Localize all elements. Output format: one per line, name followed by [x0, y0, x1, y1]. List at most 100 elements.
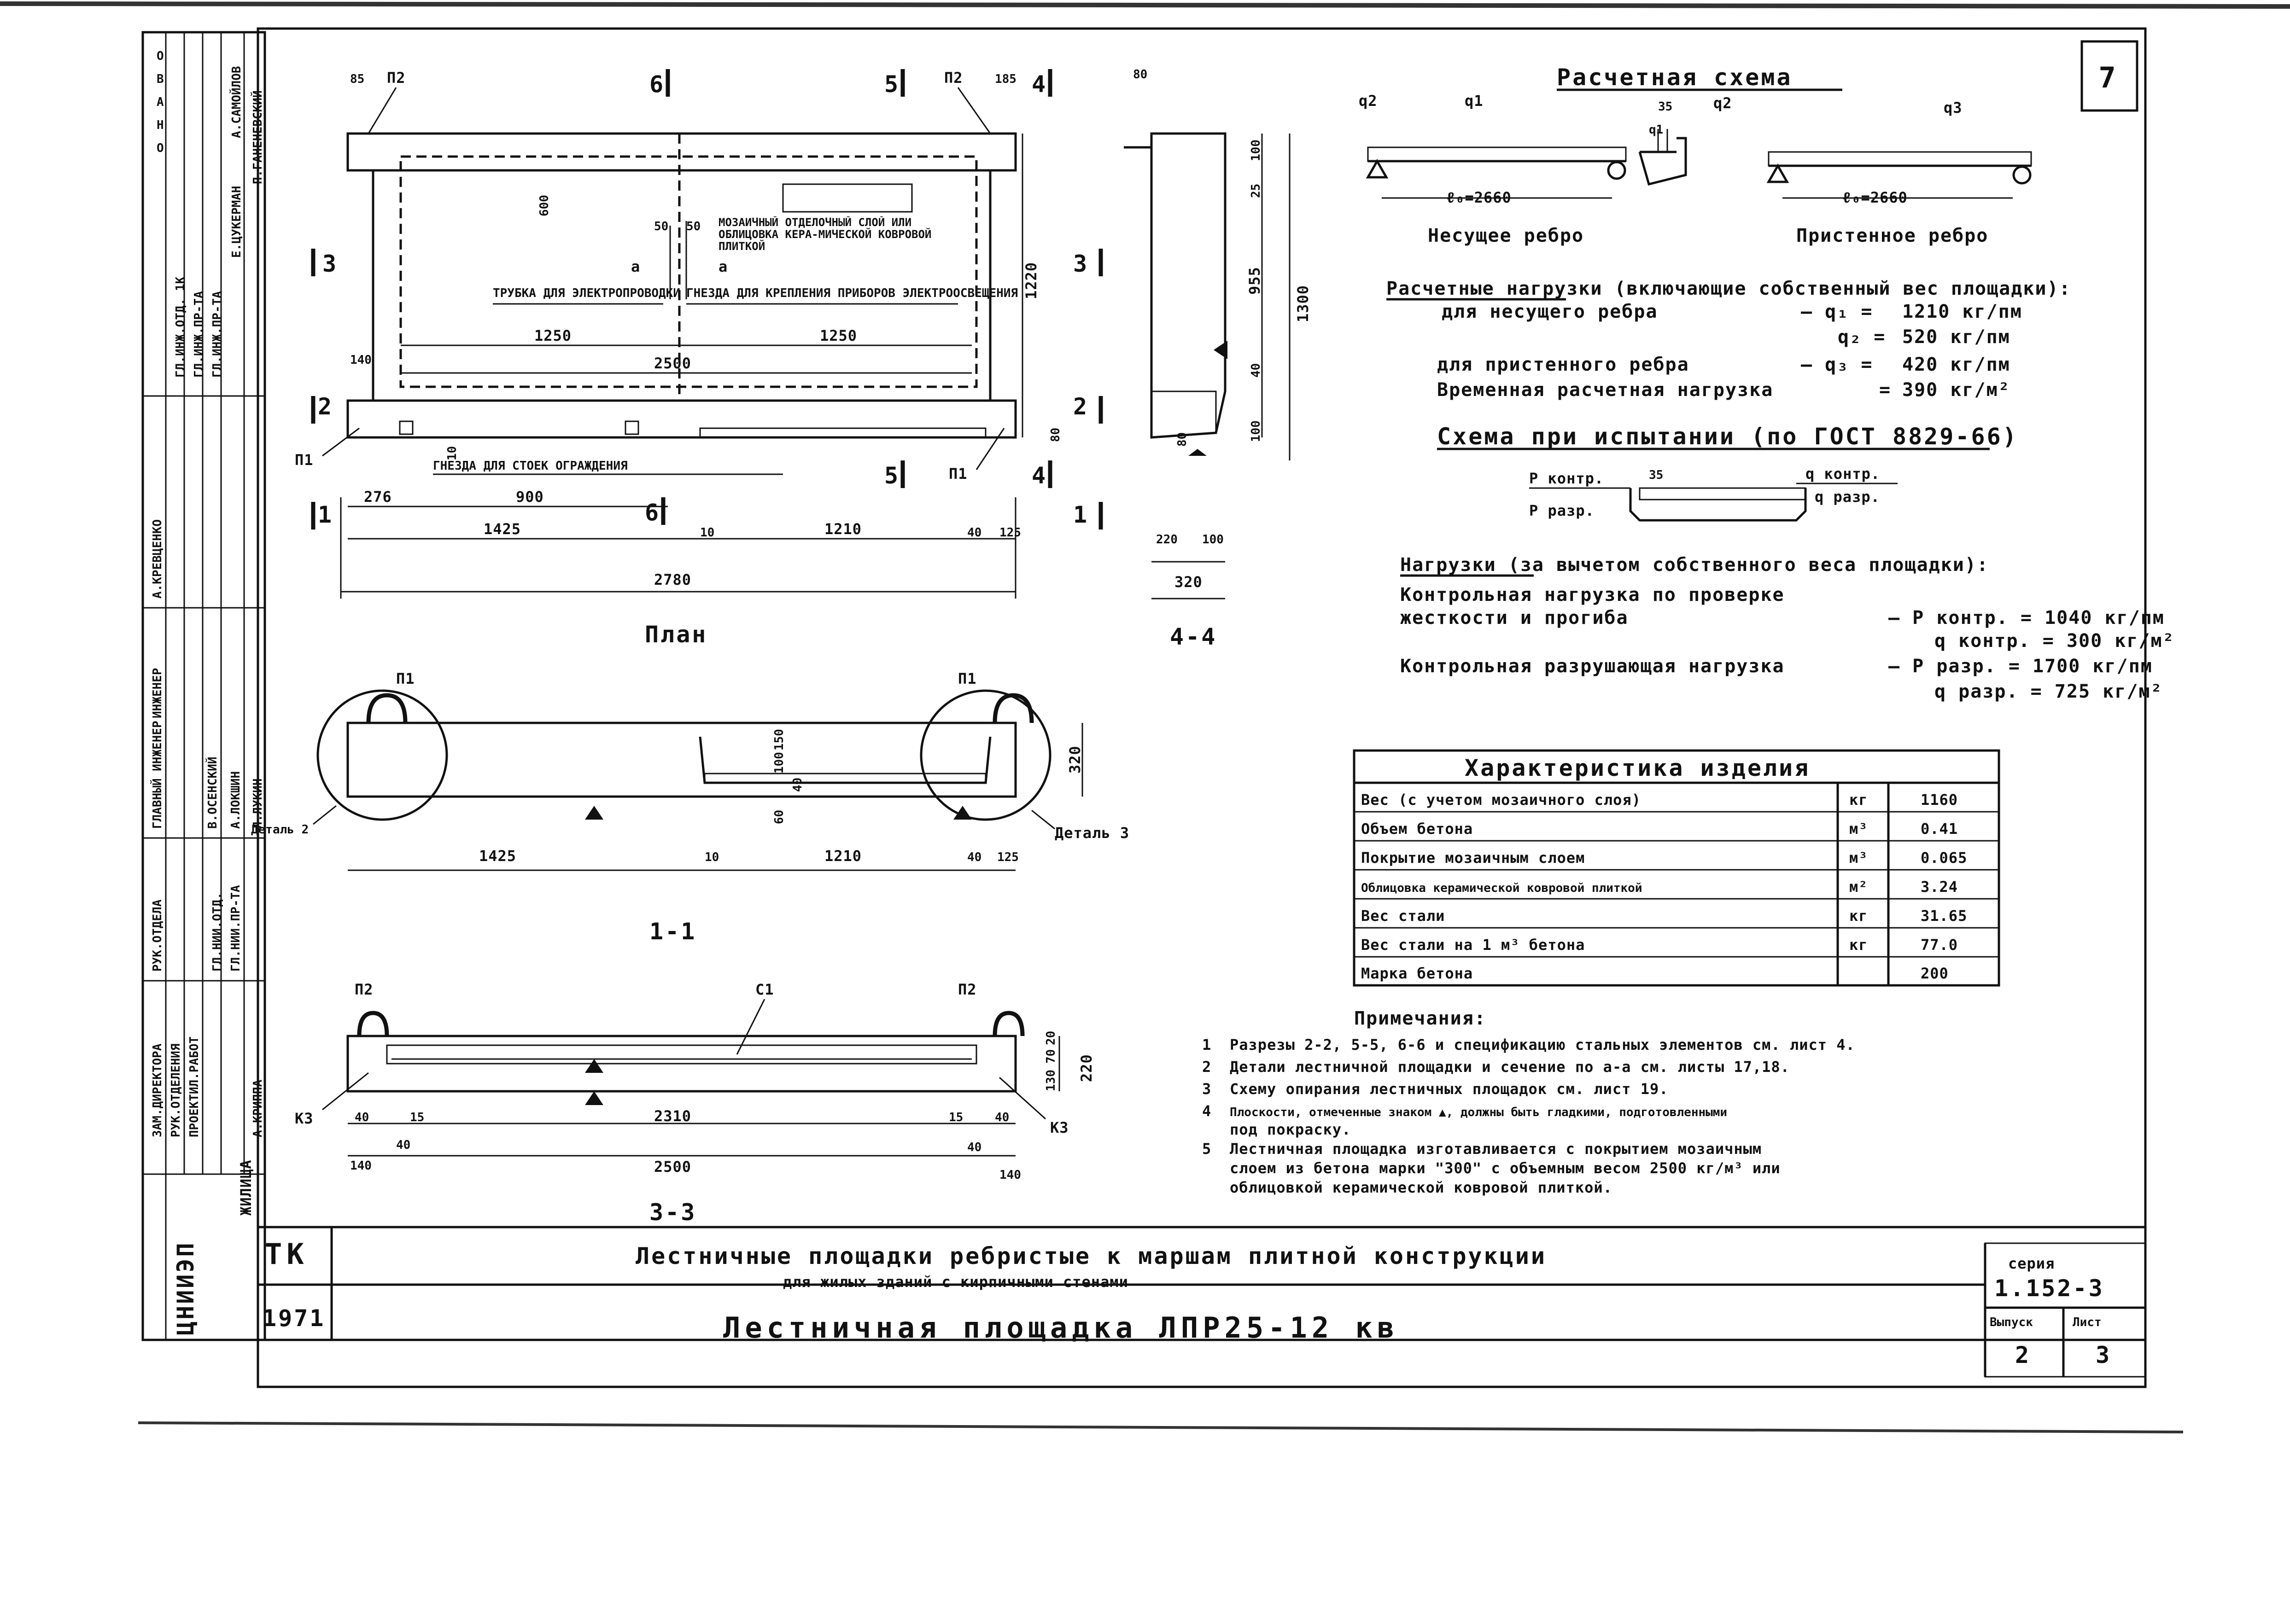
s11-dim-150: 150	[772, 729, 786, 751]
char-row4-value: 3.24	[1921, 878, 1958, 896]
cut-4-bottom: 4	[1032, 462, 1047, 489]
note-1-text: Разрезы 2-2, 5-5, 6-6 и спецификацию ста…	[1230, 1036, 1855, 1054]
plan-label-railing: ГНЕЗДА ДЛЯ СТОЕК ОГРАЖДЕНИЯ	[433, 459, 628, 473]
stamp-code-1: ГЛ.ИНЖ.ОТД. 1К	[174, 277, 187, 378]
s33-dim-140a: 140	[350, 1159, 372, 1173]
stamp-code-5: ГЛ.НИИ.ПР-ТА	[229, 885, 243, 972]
test-break-val-2: q разр. = 725 кг/м²	[1934, 681, 2163, 702]
char-row3-unit: м³	[1849, 849, 1868, 867]
test-label-pcontr: P контр.	[1529, 470, 1604, 487]
cut-2-left: 2	[318, 393, 333, 420]
tb-title-3: Лестничная площадка ЛПР25-12 кв	[723, 1311, 1399, 1345]
note-4-text: Плоскости, отмеченные знаком ▲, должны б…	[1230, 1106, 1727, 1119]
s33-dim-2500: 2500	[654, 1158, 691, 1176]
s44-dim-100: 100	[1249, 140, 1263, 161]
plan-top-rib	[346, 132, 1017, 172]
note-5-text: Лестничная площадка изготавливается с по…	[1230, 1140, 1762, 1158]
s11-dim-40b: 40	[791, 778, 805, 792]
notes-title: Примечания:	[1354, 1008, 1486, 1029]
plan-view: 6 5 4 3 3 2 2 1 1 5 6 4 П2 П2 П1 П1 ТРУБ…	[295, 69, 1103, 648]
tb-sheet-label: Лист	[2073, 1315, 2102, 1329]
stamp-org: ЦНИИЭП	[172, 1241, 199, 1335]
tb-series-label: серия	[2008, 1255, 2055, 1272]
note-4b-text: под покраску.	[1230, 1121, 1351, 1138]
cut-3-left: 3	[322, 250, 338, 277]
stamp-code-3: ГЛ.ИНЖ.ПР-ТА	[210, 291, 224, 378]
note-3-n: 3	[1202, 1080, 1211, 1098]
calc-title: Расчетная схема	[1557, 64, 1793, 91]
s44-dim-25: 25	[1249, 184, 1263, 198]
test-control-label-1: Контрольная нагрузка по проверке	[1400, 584, 1785, 605]
plan-dim-10b: 10	[700, 526, 714, 540]
loads-header: Расчетные нагрузки (включающие собственн…	[1386, 278, 2071, 299]
loads-row1-sym: — q₁ =	[1801, 301, 1873, 322]
char-row6-value: 77.0	[1921, 936, 1958, 954]
s11-caption: 1-1	[649, 918, 696, 945]
test-control-val-1: — P контр. = 1040 кг/пм	[1888, 607, 2165, 629]
note-2-n: 2	[1202, 1058, 1211, 1076]
plan-railing-strip	[699, 427, 987, 438]
s11-dim-10: 10	[705, 850, 719, 864]
tb-sheet-value: 3	[2096, 1342, 2111, 1368]
stamp-role-3: ПРОЕКТИЛ.РАБОТ	[187, 1036, 201, 1137]
svg-text:7: 7	[2098, 61, 2120, 94]
loads-row3-label: для пристенного ребра	[1437, 354, 1689, 375]
tb-issue-value: 2	[2015, 1342, 2031, 1368]
plan-item-P1-right: П1	[949, 465, 968, 483]
cut-1-right: 1	[1073, 501, 1089, 528]
s33-dim-70: 70	[1044, 1049, 1058, 1064]
plan-dim-40: 40	[967, 526, 981, 540]
plan-dim-1220: 1220	[1022, 262, 1040, 299]
test-control-label-2: жесткости и прогиба	[1400, 607, 1629, 629]
s11-detail-2: Деталь 2	[251, 823, 309, 837]
plan-dim-900: 900	[516, 488, 544, 506]
test-break-label: Контрольная разрушающая нагрузка	[1400, 656, 1785, 677]
cut-3-right: 3	[1073, 250, 1089, 277]
sheet-number-box: 7	[2080, 40, 2138, 112]
stamp-person-8: А.КРИППА	[251, 1079, 265, 1137]
s33-dim-130: 130	[1044, 1070, 1058, 1091]
cut-5-bottom: 5	[884, 462, 900, 489]
s11-detail-3: Деталь 3	[1055, 824, 1129, 842]
stamp-role-2: РУК.ОТДЕЛЕНИЯ	[169, 1044, 183, 1138]
tb-issue-label: Выпуск	[1990, 1315, 2033, 1329]
plan-label-mosaic-box: МОЗАИЧНЫЙ ОТДЕЛОЧНЫЙ СЛОЙ ИЛИ ОБЛИЦОВКА …	[719, 216, 931, 252]
stamp-role-4: РУК.ОТДЕЛА	[151, 899, 164, 972]
plan-dim-50a: 50	[654, 220, 668, 233]
notes: Примечания: 1 Разрезы 2-2, 5-5, 6-6 и сп…	[1202, 1008, 1855, 1196]
calc-scheme: Расчетная схема ℓ₀=2660 Несущее ребро ℓ₀…	[1359, 64, 2032, 246]
stamp-person-5: В.ОСЕНСКИЙ	[205, 757, 220, 829]
calc-right-load	[1768, 151, 2032, 167]
plan-dim-125: 125	[999, 526, 1021, 540]
test-label-qcontr: q контр.	[1805, 465, 1880, 483]
stamp-code-4: ГЛ.НИИ.ОТД.	[210, 892, 224, 972]
loads-row3-value: 420 кг/пм	[1902, 354, 2010, 375]
s11-dim-1210: 1210	[824, 847, 862, 865]
s11-dim-100: 100	[772, 752, 786, 774]
plan-item-P1-left: П1	[295, 451, 314, 469]
s33-dim-40a: 40	[355, 1111, 369, 1124]
stamp-person-2: Е.ЦУКЕРМАН	[230, 186, 244, 258]
note-5c-text: облицовкой керамической ковровой плиткой…	[1230, 1179, 1612, 1196]
char-row1-unit: кг	[1849, 791, 1868, 809]
loads-row1-label: для несущего ребра	[1442, 301, 1658, 322]
tb-title-2: для жилых зданий с кирпичными стенами	[783, 1273, 1128, 1291]
note-1-n: 1	[1202, 1036, 1211, 1054]
cut-1-left: 1	[318, 501, 333, 528]
s44-dim-1300: 1300	[1294, 285, 1312, 322]
plan-dim-10: 10	[445, 446, 459, 460]
calc-load-q2b: q2	[1713, 94, 1732, 112]
s33-dim-15a: 15	[410, 1111, 424, 1124]
tb-title-1: Лестничные площадки ребристые к маршам п…	[636, 1243, 1547, 1269]
cut-6-bottom: 6	[645, 499, 660, 526]
detail-2-circle	[316, 689, 448, 821]
s33-item-K3-right: К3	[1050, 1119, 1069, 1136]
characteristics-table: Характеристика изделия Вес (с учетом моз…	[1353, 749, 2000, 987]
s33-dim-220: 220	[1078, 1054, 1095, 1082]
s44-dim-80-top: 80	[1133, 68, 1147, 81]
loads-row1-value: 1210 кг/пм	[1902, 301, 2022, 322]
note-5b-text: слоем из бетона марки "300" с объемным в…	[1230, 1159, 1781, 1177]
plan-label-a-left: а	[631, 258, 640, 275]
